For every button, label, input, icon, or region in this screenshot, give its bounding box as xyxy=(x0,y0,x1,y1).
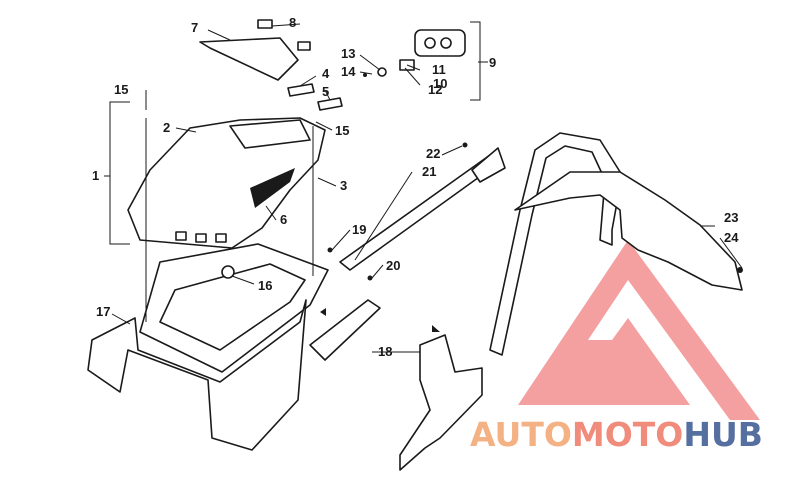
part-side-rail xyxy=(309,299,483,471)
callout-15-right: 15 xyxy=(335,123,349,138)
watermark-logo xyxy=(518,240,760,420)
callout-17: 16 xyxy=(258,278,272,293)
callout-18: 18 xyxy=(378,344,392,359)
callout-1: 1 xyxy=(92,168,99,183)
callout-23: 23 xyxy=(724,210,738,225)
callout-5: 5 xyxy=(322,84,329,99)
callout-14: 14 xyxy=(341,64,356,79)
part-rear-body xyxy=(87,299,307,451)
callout-9: 9 xyxy=(489,55,496,70)
part-pads xyxy=(287,83,343,111)
part-grab-bar xyxy=(327,142,506,281)
part-storage-tub xyxy=(139,243,329,373)
callout-15-left: 15 xyxy=(114,82,128,97)
callout-8: 8 xyxy=(289,15,296,30)
callout-22: 22 xyxy=(426,146,440,161)
callout-6: 6 xyxy=(280,212,287,227)
callout-16: 17 xyxy=(96,304,110,319)
part-rear-fender xyxy=(514,171,743,291)
callout-24: 24 xyxy=(724,230,739,245)
watermark-text: AUTOMOTOHUB xyxy=(470,415,763,454)
callout-4: 4 xyxy=(322,66,330,81)
callout-7: 7 xyxy=(191,20,198,35)
part-bracket-plate xyxy=(199,19,311,81)
callout-12: 12 xyxy=(428,82,442,97)
callout-3: 3 xyxy=(340,178,347,193)
watermark-auto: AUTO xyxy=(470,415,572,454)
callout-13: 13 xyxy=(341,46,355,61)
part-seat-cover xyxy=(127,117,326,249)
callout-10: 10 xyxy=(433,76,447,91)
watermark-hub: HUB xyxy=(683,415,763,454)
callout-21: 21 xyxy=(422,164,436,179)
callout-19: 19 xyxy=(352,222,366,237)
callout-labels: 7 8 9 10 11 12 13 14 4 5 2 15 15 3 6 1 1… xyxy=(92,15,739,359)
svg-text:AUTOMOTOHUB: AUTOMOTOHUB xyxy=(470,415,763,454)
callout-11: 11 xyxy=(432,62,446,77)
part-grab-handle xyxy=(489,132,623,356)
callout-2: 2 xyxy=(163,120,170,135)
watermark-moto: MOTO xyxy=(572,415,683,454)
leader-lines xyxy=(104,23,743,353)
part-tail-light xyxy=(363,21,481,101)
watermark-triangle xyxy=(518,240,760,420)
callout-20: 20 xyxy=(386,258,400,273)
